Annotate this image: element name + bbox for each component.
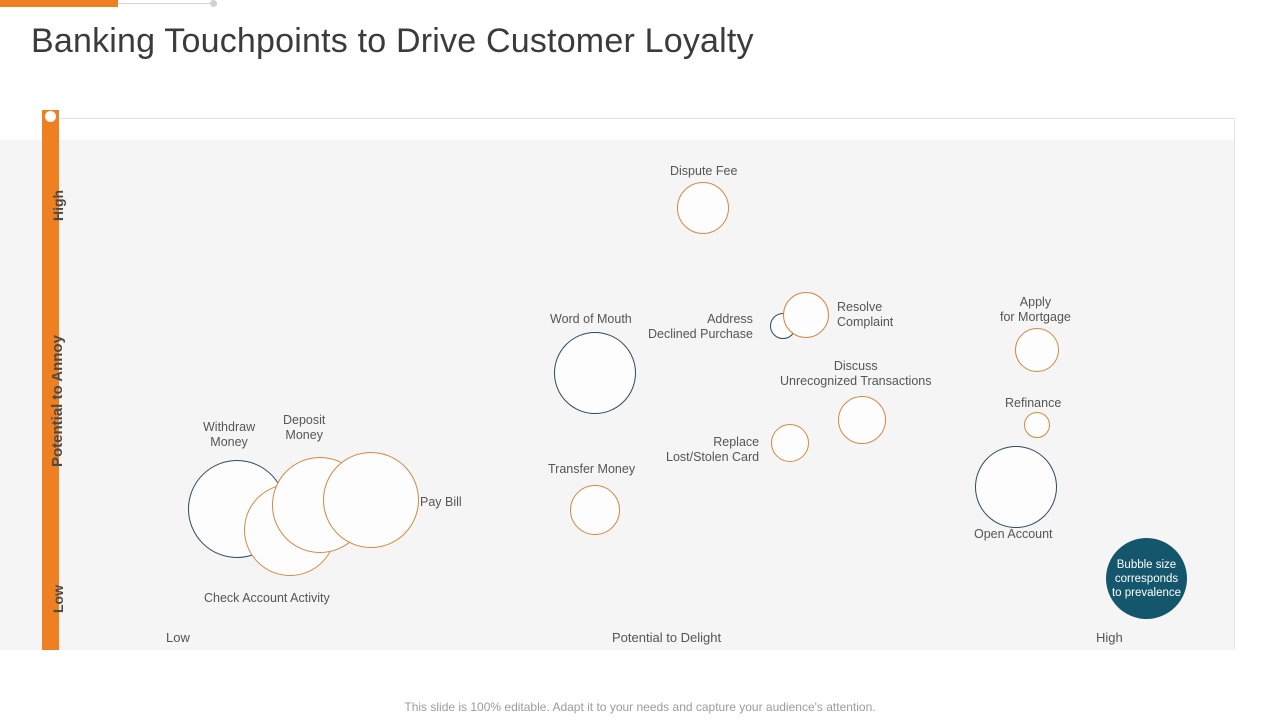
legend-bubble: Bubble size corresponds to prevalence	[1106, 538, 1187, 619]
x-axis-tick-high: High	[1096, 630, 1123, 645]
top-accent-line	[118, 3, 214, 4]
y-axis-top-marker-icon	[45, 111, 56, 122]
y-axis-tick-low: Low	[50, 585, 66, 613]
bubble-word-of-mouth[interactable]	[554, 332, 636, 414]
y-axis-tick-high: High	[50, 189, 66, 221]
bubble-label: Deposit Money	[283, 413, 326, 442]
x-axis-tick-low: Low	[166, 630, 190, 645]
x-axis-title: Potential to Delight	[612, 630, 722, 645]
bubble-resolve-complaint[interactable]	[783, 292, 829, 338]
bubble-label: Dispute Fee	[670, 164, 738, 178]
bubble-apply-for-mortgage[interactable]	[1015, 328, 1059, 372]
bubble-discuss-unrecognized-transactions[interactable]	[838, 396, 886, 444]
bubble-label: Transfer Money	[548, 462, 636, 476]
bubble-label: Word of Mouth	[550, 312, 632, 326]
bubble-open-account[interactable]	[975, 446, 1057, 528]
bubble-label: Address Declined Purchase	[648, 312, 753, 341]
bubble-replace-lost-stolen-card[interactable]	[771, 424, 809, 462]
bubble-label: Refinance	[1005, 396, 1062, 410]
y-axis-bar	[42, 110, 59, 650]
bubble-label: Check Account Activity	[204, 591, 330, 605]
top-accent-dot-icon	[210, 0, 217, 7]
bubble-label: Withdraw Money	[203, 420, 256, 449]
bubble-refinance[interactable]	[1024, 412, 1050, 438]
page-title: Banking Touchpoints to Drive Customer Lo…	[31, 22, 754, 60]
y-axis-title: Potential to Annoy	[49, 335, 66, 467]
bubble-label: Replace Lost/Stolen Card	[666, 435, 760, 464]
bubble-pay-bill[interactable]	[323, 452, 419, 548]
bubble-label: Discuss Unrecognized Transactions	[780, 359, 932, 388]
bubble-label: Pay Bill	[420, 495, 462, 509]
bubble-transfer-money[interactable]	[570, 485, 620, 535]
chart-top-divider	[42, 118, 1235, 119]
footer-note: This slide is 100% editable. Adapt it to…	[404, 700, 876, 714]
top-accent-bar	[0, 0, 118, 7]
plot-right-edge	[1234, 118, 1235, 650]
bubble-label: Apply for Mortgage	[1000, 295, 1071, 324]
legend-bubble-label: Bubble size corresponds to prevalence	[1111, 558, 1182, 599]
bubble-label: Resolve Complaint	[837, 300, 894, 329]
bubble-dispute-fee[interactable]	[677, 182, 729, 234]
bubble-label: Open Account	[974, 527, 1053, 541]
